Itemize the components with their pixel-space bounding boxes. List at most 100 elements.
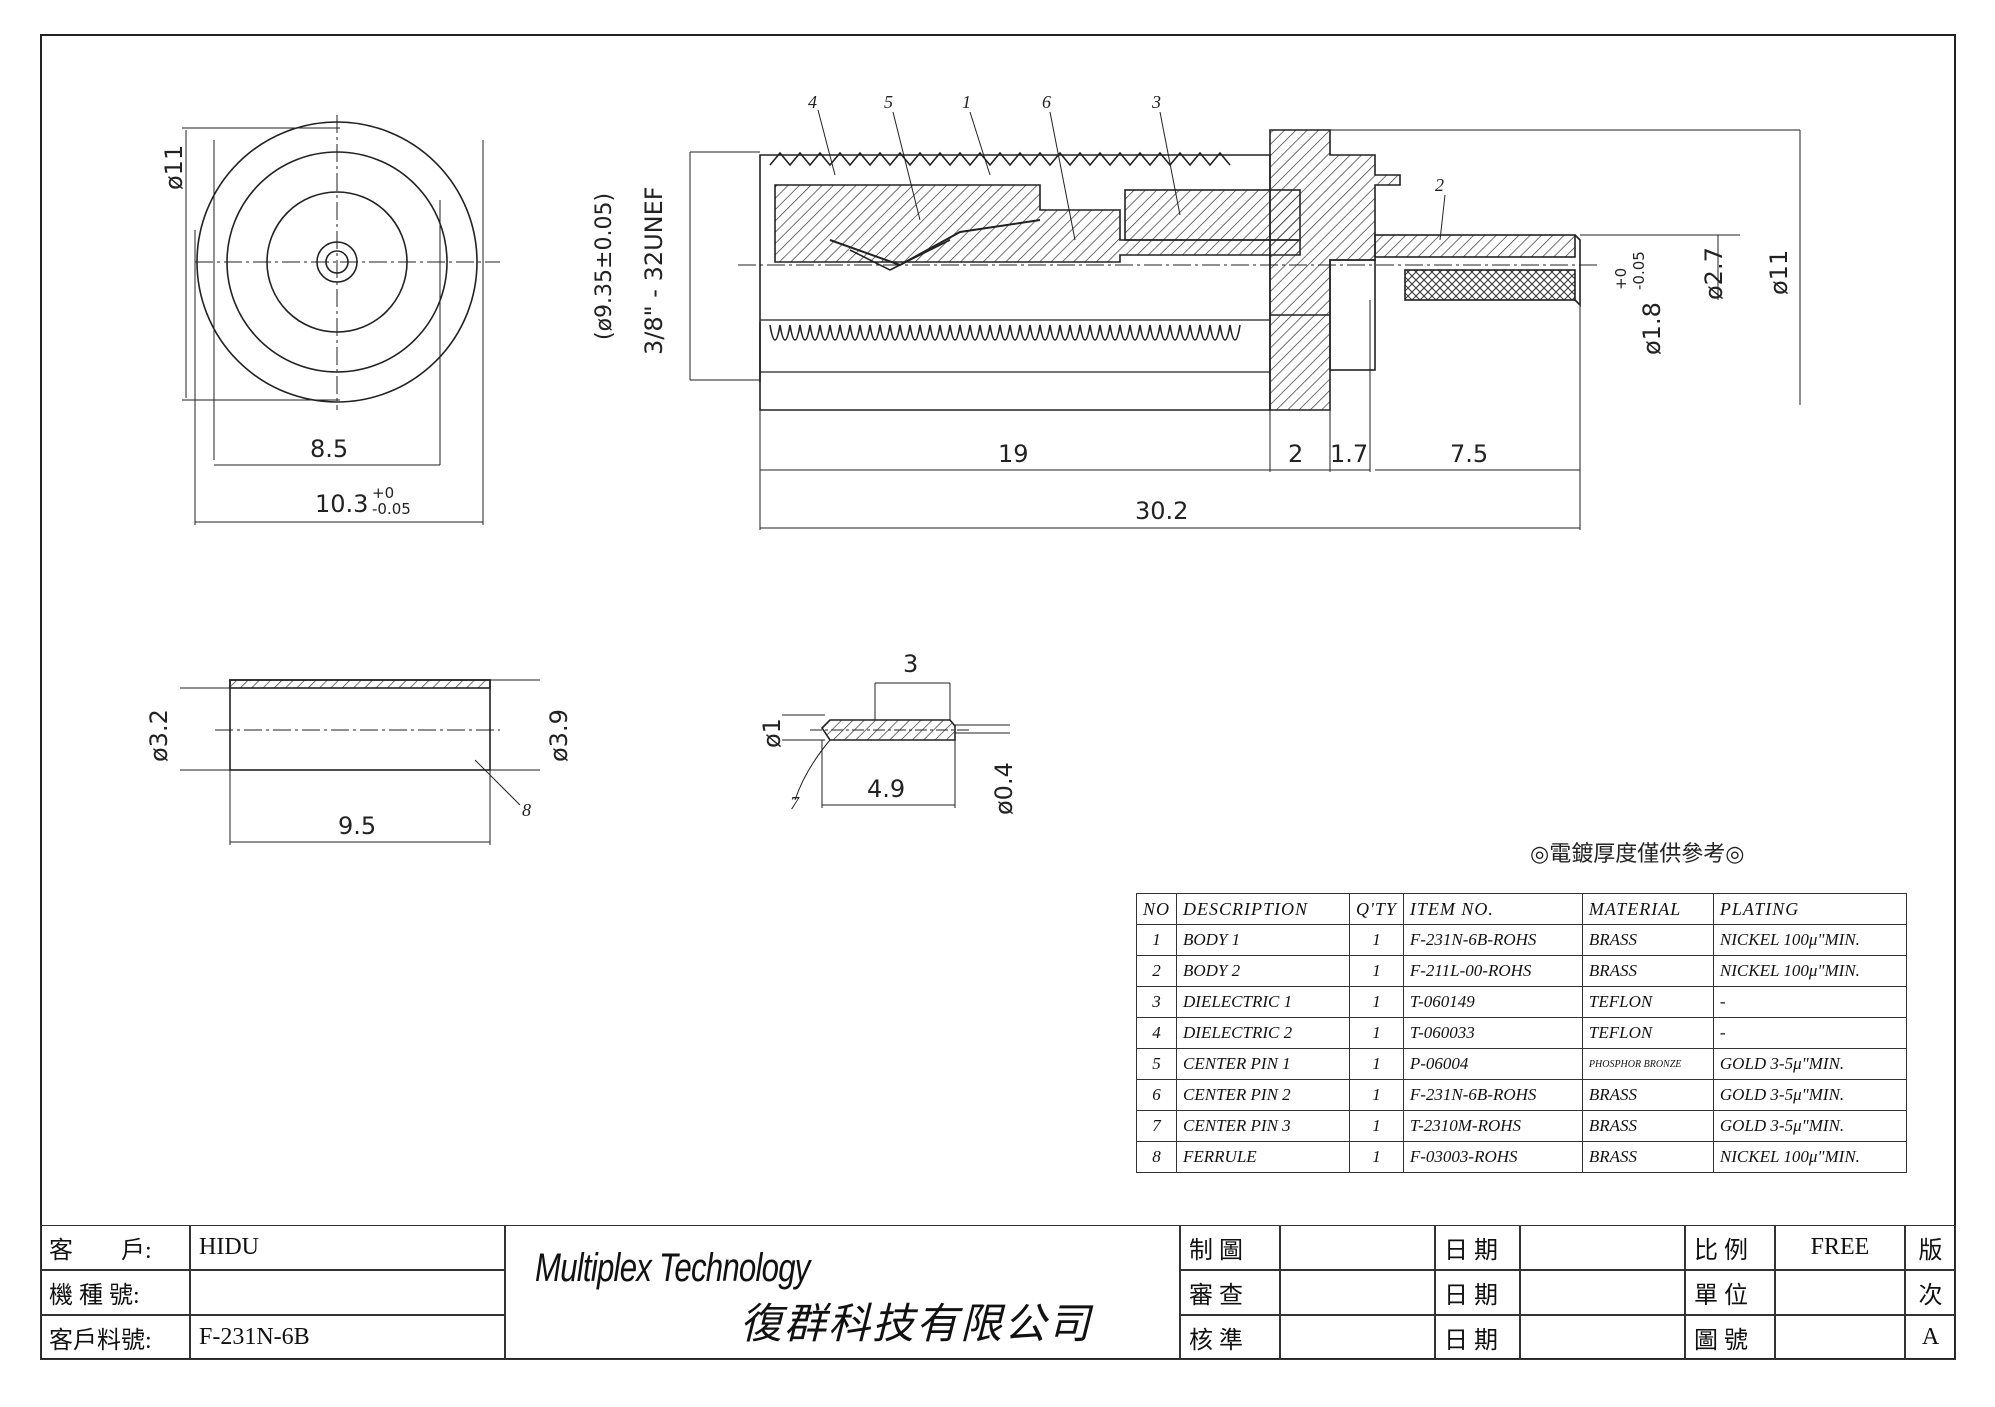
bom-cell: BODY 2 — [1176, 955, 1351, 987]
balloon-6: 6 — [1042, 92, 1051, 112]
unit-label: 單 位 — [1685, 1270, 1775, 1315]
balloon-4: 4 — [808, 92, 817, 112]
bom-cell: CENTER PIN 1 — [1176, 1048, 1351, 1080]
bom-cell: GOLD 3-5μ"MIN. — [1712, 1048, 1907, 1080]
customer-value: HIDU — [190, 1225, 505, 1270]
bom-cell: 6 — [1135, 1079, 1178, 1111]
table-row: 8 FERRULE 1 F-03003-ROHS BRASS NICKEL 10… — [1135, 1141, 1907, 1173]
dim-19: 19 — [998, 440, 1029, 468]
bom-cell: FERRULE — [1176, 1141, 1351, 1173]
balloon-3: 3 — [1152, 92, 1161, 112]
part-label: 客戶料號: — [40, 1315, 190, 1360]
bom-cell: CENTER PIN 3 — [1176, 1110, 1351, 1142]
bom-cell: 1 — [1135, 924, 1178, 956]
rev-label-bottom: 次 — [1905, 1270, 1956, 1315]
bom-cell: T-060149 — [1402, 986, 1583, 1018]
ferrule-outer-diameter: ø3.9 — [545, 709, 573, 762]
bom-cell: 1 — [1349, 1141, 1404, 1173]
pin-tip-diameter: ø0.4 — [990, 762, 1018, 815]
bom-cell: NICKEL 100μ"MIN. — [1712, 955, 1907, 987]
pin-diameter: ø1 — [758, 718, 786, 748]
table-row: 6 CENTER PIN 2 1 F-231N-6B-ROHS BRASS GO… — [1135, 1079, 1907, 1111]
bom-cell: GOLD 3-5μ"MIN. — [1712, 1079, 1907, 1111]
bom-cell: BRASS — [1581, 1141, 1714, 1173]
bom-cell: BRASS — [1581, 1079, 1714, 1111]
model-value — [190, 1270, 505, 1315]
part-value: F-231N-6B — [190, 1315, 505, 1360]
date-label-3: 日 期 — [1435, 1315, 1520, 1360]
bom-cell: 1 — [1349, 1017, 1404, 1049]
ferrule-inner-diameter: ø3.2 — [145, 709, 173, 762]
date-value-3 — [1520, 1315, 1685, 1360]
front-diameter-label: ø11 — [160, 144, 188, 190]
bom-cell: - — [1712, 986, 1907, 1018]
bom-header-description: DESCRIPTION — [1176, 893, 1351, 925]
date-label-1: 日 期 — [1435, 1225, 1520, 1270]
drawing-no-value — [1775, 1315, 1905, 1360]
pin-top-dim: 3 — [903, 650, 919, 678]
bom-cell: TEFLON — [1581, 986, 1714, 1018]
dim-2: 2 — [1288, 440, 1304, 468]
customer-label: 客 戶: — [40, 1225, 190, 1270]
date-value-1 — [1520, 1225, 1685, 1270]
company-name-zh: 復群科技有限公司 — [740, 1299, 1093, 1348]
dim-7-5: 7.5 — [1450, 440, 1489, 468]
balloon-8: 8 — [522, 800, 531, 820]
bom-cell: - — [1712, 1017, 1907, 1049]
bom-cell: DIELECTRIC 2 — [1176, 1017, 1351, 1049]
bom-cell: 2 — [1135, 955, 1178, 987]
thread-diameter-label: (ø9.35±0.05) — [592, 192, 617, 340]
outer-diameter-label: ø11 — [1765, 249, 1793, 295]
dim-total: 30.2 — [1135, 497, 1189, 525]
front-width-inner: 8.5 — [310, 435, 349, 463]
scale-value: FREE — [1775, 1225, 1905, 1270]
ferrule-view — [180, 679, 540, 845]
bom-cell: BRASS — [1581, 955, 1714, 987]
plating-note: ◎電鍍厚度僅供參考◎ — [1530, 842, 1745, 867]
side-section-view — [689, 109, 1801, 530]
bom-cell: 4 — [1135, 1017, 1178, 1049]
bom-cell: F-211L-00-ROHS — [1402, 955, 1583, 987]
unit-value — [1775, 1270, 1905, 1315]
front-view — [182, 115, 500, 525]
ferrule-length: 9.5 — [338, 812, 377, 840]
bom-cell: F-231N-6B-ROHS — [1402, 924, 1583, 956]
approved-value — [1280, 1315, 1435, 1360]
model-label: 機 種 號: — [40, 1270, 190, 1315]
bom-header-qty: Q'TY — [1349, 893, 1404, 925]
bom-cell: P-06004 — [1402, 1048, 1583, 1080]
checked-label: 審 查 — [1180, 1270, 1280, 1315]
bom-cell: BRASS — [1581, 1110, 1714, 1142]
balloon-1: 1 — [962, 92, 971, 112]
bom-cell: TEFLON — [1581, 1017, 1714, 1049]
drawn-value — [1280, 1225, 1435, 1270]
dim-1-7: 1.7 — [1330, 440, 1369, 468]
bom-header-material: MATERIAL — [1581, 893, 1714, 925]
bom-cell: 7 — [1135, 1110, 1178, 1142]
bom-cell: 5 — [1135, 1048, 1178, 1080]
bom-cell: 1 — [1349, 1110, 1404, 1142]
checked-value — [1280, 1270, 1435, 1315]
bom-cell: 1 — [1349, 924, 1404, 956]
bom-cell: BODY 1 — [1176, 924, 1351, 956]
bom-cell: GOLD 3-5μ"MIN. — [1712, 1110, 1907, 1142]
pin-tol-plus: +0 — [1612, 267, 1630, 290]
company-cell — [505, 1225, 1180, 1360]
pin-view — [782, 682, 1010, 808]
date-value-2 — [1520, 1270, 1685, 1315]
rev-label-top: 版 — [1905, 1225, 1956, 1270]
bom-cell: NICKEL 100μ"MIN. — [1712, 1141, 1907, 1173]
company-name-en: Multiplex Technology — [535, 1246, 810, 1290]
approved-label: 核 準 — [1180, 1315, 1280, 1360]
rev-value: A — [1905, 1315, 1956, 1360]
table-row: 1 BODY 1 1 F-231N-6B-ROHS BRASS NICKEL 1… — [1135, 924, 1907, 956]
thread-spec-label: 3/8" - 32UNEF — [640, 186, 668, 355]
balloon-5: 5 — [884, 92, 893, 112]
balloon-7: 7 — [790, 793, 799, 813]
bom-cell: NICKEL 100μ"MIN. — [1712, 924, 1907, 956]
bom-cell: PHOSPHOR BRONZE — [1581, 1048, 1714, 1080]
bom-cell: 1 — [1349, 1079, 1404, 1111]
front-width-tol-plus: +0 — [372, 484, 395, 502]
table-row: 5 CENTER PIN 1 1 P-06004 PHOSPHOR BRONZE… — [1135, 1048, 1907, 1080]
